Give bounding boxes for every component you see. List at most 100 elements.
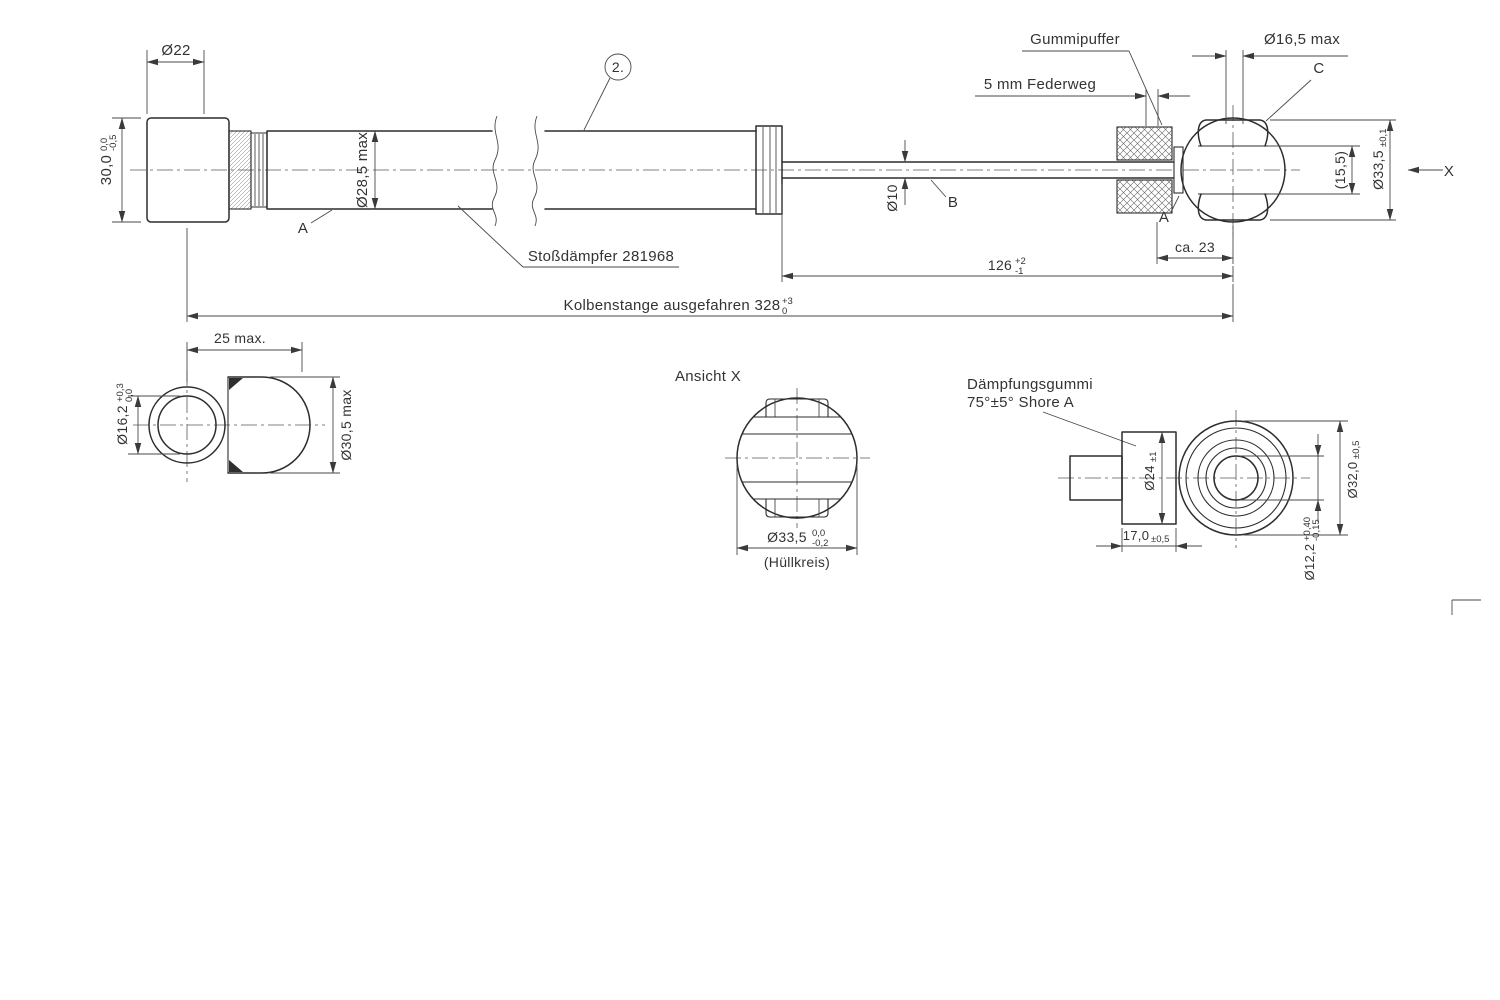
dim-d12-2-tol-lower: -0,15: [1311, 519, 1322, 541]
label-b-text: B: [948, 194, 958, 211]
view-x-arrow-label: X: [1444, 163, 1454, 180]
dim-d33-5-extlines: [1270, 119, 1396, 221]
rubber-circle-3: [1197, 439, 1275, 517]
view-x-dim-extlines: [736, 465, 858, 555]
dim-d30-5-text: Ø30,5 max: [338, 389, 354, 460]
dim-d10-text: Ø10: [884, 184, 900, 211]
dim-25-extlines: [186, 342, 303, 382]
eye-outer-circle: [148, 386, 226, 464]
federweg-extlines: [1145, 89, 1159, 126]
gummipuffer-label-text: Gummipuffer: [1030, 31, 1120, 48]
break-line-left: [491, 115, 499, 227]
balloon-text: 2.: [612, 59, 624, 75]
dim-30-tol-upper: 0,0: [99, 138, 110, 151]
dim-d16-2-text: Ø16,2: [114, 405, 130, 445]
rubber-circle-2: [1185, 427, 1287, 529]
dim-d33-5-text: Ø33,5: [1370, 150, 1386, 190]
eye-body-outline: [227, 376, 311, 474]
rubber-block-outline: [1121, 431, 1177, 525]
ring-grooves: [254, 134, 264, 206]
dim-d22-text: Ø22: [161, 42, 190, 59]
dim-d28-5-text: Ø28,5 max: [354, 132, 371, 208]
dim-d24-text-group: Ø24 ±1: [1142, 452, 1159, 491]
dim-30-text: 30,0: [98, 155, 115, 185]
dim-15-5-text-group: (15,5): [1332, 151, 1348, 189]
dim-total-tol-upper: +3: [782, 296, 793, 307]
view-x: Ansicht X Ø33,5 0,0 -0,2 (Hüllkreis): [675, 368, 870, 570]
dim-d16-5-extlines: [1225, 50, 1244, 124]
view-x-dim-text: Ø33,5: [767, 529, 807, 545]
view-x-top-notches: [774, 399, 820, 417]
balloon-circle: [604, 53, 632, 81]
dim-ca23-text: ca. 23: [1175, 239, 1215, 255]
dim-15-5-extlines: [1268, 145, 1360, 195]
label-c-text: C: [1313, 60, 1324, 77]
view-x-bottom-notches: [774, 499, 820, 517]
dim-126-text: 126: [988, 257, 1012, 273]
dim-d33-5-tol: ±0,1: [1378, 129, 1389, 147]
dim-30-text-group: 30,0 0,0 -0,5: [98, 135, 119, 186]
dim-17-text: 17,0: [1123, 528, 1150, 543]
dim-30-extlines: [112, 117, 141, 223]
dim-d32-text: Ø32,0: [1345, 462, 1360, 499]
part-label-text: Stoßdämpfer 281968: [528, 248, 674, 265]
dim-d24-tol: ±1: [1148, 452, 1159, 463]
view-x-band-lines: [742, 416, 852, 500]
dim-d16-5-text: Ø16,5 max: [1264, 31, 1340, 48]
label-a-right-text: A: [1159, 209, 1169, 226]
dim-d16-2-tol-upper: +0,3: [115, 383, 126, 402]
break-line-right: [531, 115, 539, 227]
label-b-leader: [930, 179, 947, 198]
rubber-label-line1: Dämpfungsgummi: [967, 376, 1093, 393]
dim-17-tol: ±0,5: [1151, 534, 1169, 545]
dim-d33-5-text-group: Ø33,5 ±0,1: [1370, 129, 1389, 190]
dim-126-tol-upper: +2: [1015, 256, 1026, 267]
dim-d12-2-text-group: Ø12,2 +0,40 -0,15: [1302, 517, 1322, 581]
rubber-circle-bore: [1213, 455, 1259, 501]
dim-d32-text-group: Ø32,0 ±0,5: [1345, 441, 1362, 499]
main-view: Ø22 30,0 0,0 -0,5 Ø28,5 max 2. Stoßdämpf…: [98, 31, 1454, 322]
dim-d28-5-text-group: Ø28,5 max: [354, 132, 371, 208]
drawing-frame-corner: [1451, 599, 1481, 615]
federweg-label-text: 5 mm Federweg: [984, 76, 1096, 93]
dim-d30-5-extlines: [270, 376, 340, 474]
label-c-leader: [1265, 79, 1312, 122]
view-x-dim-tol-upper: 0,0: [812, 528, 825, 539]
rubber-buffer-lower: [1116, 179, 1173, 214]
dim-d32-extlines: [1244, 420, 1348, 536]
dim-d12-2-tol-upper: +0,40: [1302, 517, 1313, 541]
rubber-label-leader: [1042, 411, 1137, 447]
dim-total-tol-lower: 0: [782, 306, 787, 317]
dim-d30-5-text-group: Ø30,5 max: [338, 389, 354, 460]
view-x-caption: (Hüllkreis): [764, 554, 830, 570]
dim-d22-extlines: [146, 50, 205, 114]
piston-rod: [781, 161, 1182, 179]
dim-d16-2-tol-lower: 0,0: [124, 389, 135, 402]
dim-15-5-text: (15,5): [1332, 151, 1348, 189]
label-a-left-leader: [310, 209, 333, 224]
eye-end-view: 25 max. Ø16,2 +0,3 0,0 Ø30,5 max: [114, 330, 354, 482]
label-a-left-text: A: [298, 220, 308, 237]
dim-25-text: 25 max.: [214, 330, 266, 346]
view-x-outer-circle: [736, 397, 858, 519]
gummipuffer-leader: [1022, 50, 1163, 126]
seal-wedge-bottom: [229, 460, 243, 472]
dim-d10-text-group: Ø10: [884, 184, 900, 211]
thread-zone: [228, 130, 252, 210]
view-x-bottom-tab: [765, 499, 829, 518]
rod-gland: [755, 125, 783, 215]
tube-right-segment: [544, 130, 757, 210]
tube-left-segment: [266, 130, 493, 210]
housing-top-flange: [1197, 119, 1269, 147]
housing-edges: [1198, 145, 1268, 195]
dim-d32-tol: ±0,5: [1351, 441, 1362, 459]
view-x-top-tab: [765, 398, 829, 417]
rubber-label-line2: 75°±5° Shore A: [967, 394, 1074, 411]
rubber-buffer-upper: [1116, 126, 1173, 161]
rubber-circle-outer: [1178, 420, 1294, 536]
label-a-right-leader: [1170, 195, 1180, 213]
seal-wedge-top: [229, 378, 243, 390]
dim-126-tol-lower: -1: [1015, 266, 1023, 277]
